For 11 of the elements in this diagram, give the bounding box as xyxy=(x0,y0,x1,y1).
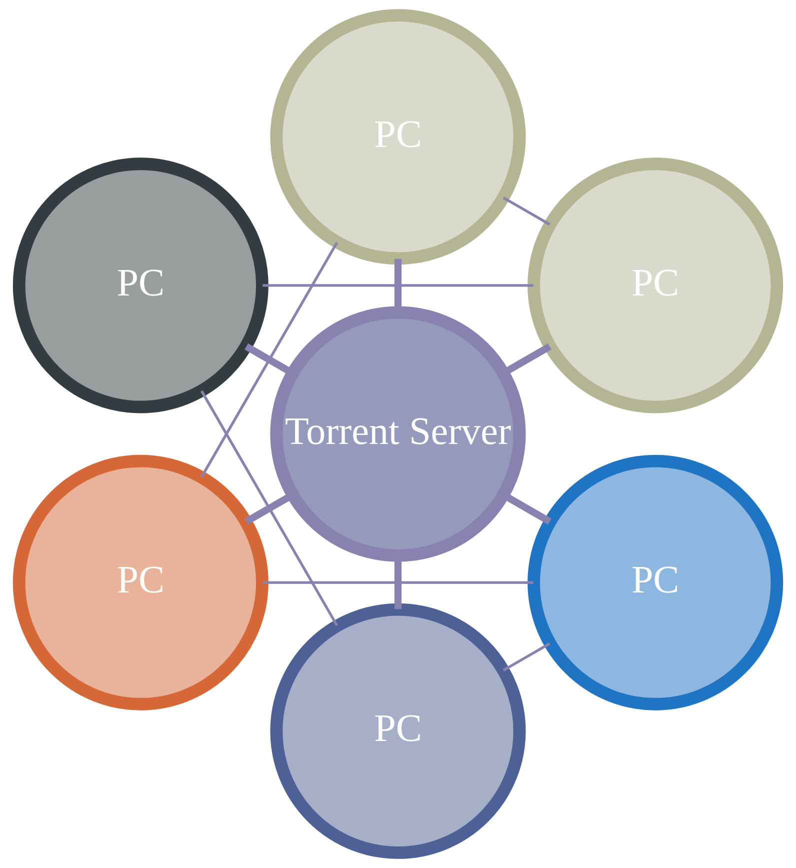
connector xyxy=(200,390,338,626)
node-circle: PC xyxy=(12,158,268,414)
node-circle: PC xyxy=(528,454,784,710)
node-circle: PC xyxy=(12,454,268,710)
connector xyxy=(262,581,534,584)
node-circle: Torrent Server xyxy=(270,306,526,562)
connector xyxy=(200,242,338,478)
connector xyxy=(502,642,550,672)
connector xyxy=(262,284,534,287)
connector xyxy=(502,196,550,226)
node-circle: PC xyxy=(270,603,526,859)
